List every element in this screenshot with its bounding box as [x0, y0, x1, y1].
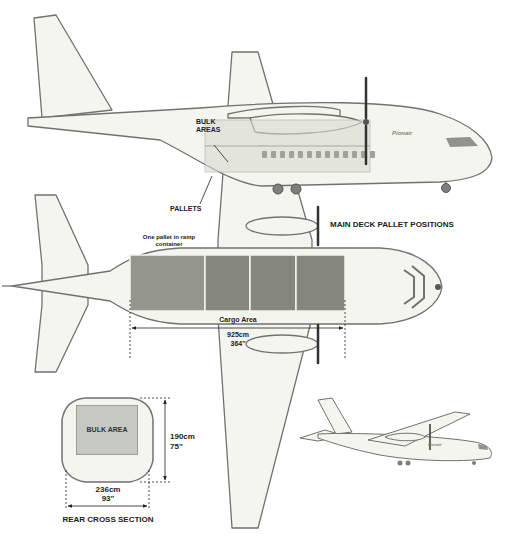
ramp-pallet: [130, 255, 205, 311]
propeller: [317, 207, 320, 245]
landing-gear: [273, 184, 283, 194]
callout-note: One pallet in ramp container: [133, 234, 205, 248]
part-label: PALLETS: [170, 205, 230, 213]
pallet: [250, 255, 296, 311]
leader-line: [200, 176, 212, 204]
dimension-label: 93": [68, 494, 148, 503]
nose-gear: [442, 184, 451, 193]
cockpit-window: [412, 266, 424, 308]
engine: [246, 335, 318, 353]
cargo-area: [205, 120, 370, 172]
dimension-line: [165, 400, 166, 480]
dimension-label: 190cm: [170, 432, 210, 441]
dimension-label: 925cm: [198, 331, 278, 339]
vertical-fin: [34, 15, 112, 118]
dimension-line: [132, 328, 343, 329]
dimension-label: 236cm: [68, 485, 148, 494]
propeller: [317, 325, 320, 363]
propeller: [365, 126, 368, 164]
dimension-label: 364": [198, 340, 278, 348]
dimension-label: Cargo Area: [217, 316, 258, 324]
cockpit-window: [446, 137, 478, 147]
section-title: REAR CROSS SECTION: [48, 515, 168, 524]
dimension-line: [68, 506, 147, 507]
pallet: [205, 255, 250, 311]
logo-text: Pionair: [392, 130, 432, 137]
area-label: BULK AREA: [87, 426, 128, 434]
dimension-label: 75": [170, 442, 210, 451]
cockpit-window: [404, 270, 414, 304]
perspective-aircraft: [300, 398, 491, 461]
landing-gear: [291, 184, 301, 194]
leader-line: [214, 145, 228, 162]
fuselage-side: [28, 103, 492, 186]
pallet: [296, 255, 345, 311]
logo-text: Pionair: [428, 443, 458, 448]
engine: [246, 217, 318, 235]
part-label: BULK AREAS: [196, 118, 230, 134]
section-title: MAIN DECK PALLET POSITIONS: [330, 220, 502, 229]
bulk-area-box: BULK AREA: [76, 405, 138, 455]
propeller: [365, 78, 368, 118]
cross-section-outline: [62, 398, 153, 482]
fuselage: [12, 248, 442, 324]
